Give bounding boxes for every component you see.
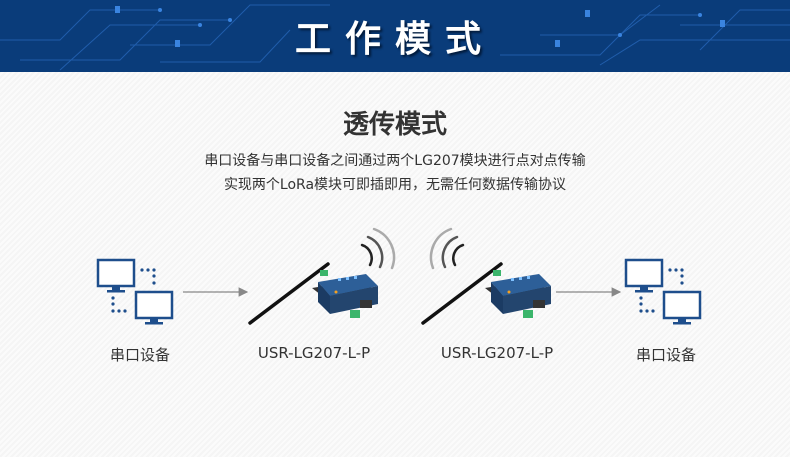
signal-waves-icon <box>360 227 396 270</box>
lora-module-2 <box>421 262 553 325</box>
signal-waves-icon <box>429 227 465 270</box>
label-serial-device-left: 串口设备 <box>109 346 170 364</box>
transmission-diagram <box>96 227 702 326</box>
serial-device-right <box>624 258 702 326</box>
label-lora-module-1: USR-LG207-L-P <box>257 344 371 362</box>
lora-module-1 <box>248 262 380 325</box>
circuit-pattern <box>0 4 790 71</box>
banner-title: 工作模式 <box>294 19 495 60</box>
label-lora-module-2: USR-LG207-L-P <box>440 344 554 362</box>
description-line-2: 实现两个LoRa模块可即插即用，无需任何数据传输协议 <box>223 177 567 193</box>
section-title: 透传模式 <box>342 110 447 140</box>
description-line-1: 串口设备与串口设备之间通过两个LG207模块进行点对点传输 <box>204 153 586 169</box>
label-serial-device-right: 串口设备 <box>635 346 696 364</box>
serial-device-left <box>96 258 174 326</box>
header-banner: 工作模式 <box>0 0 790 72</box>
